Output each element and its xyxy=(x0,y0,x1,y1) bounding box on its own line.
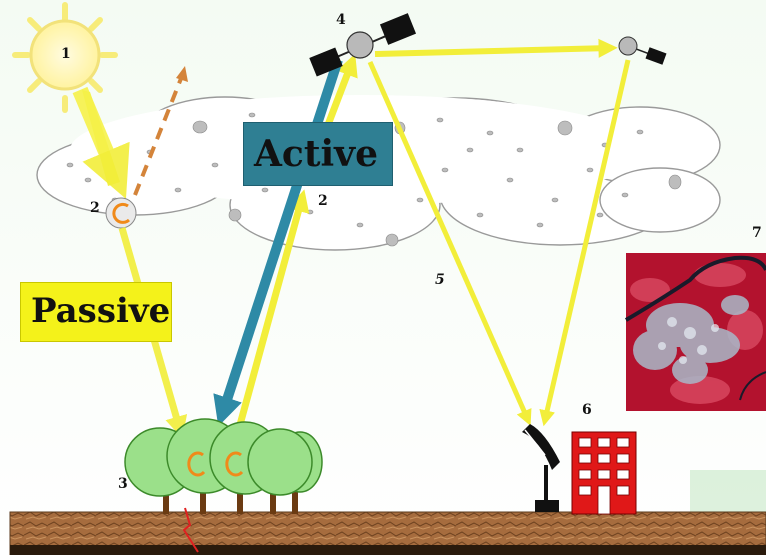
satellite-crosslink xyxy=(374,38,618,58)
ground-penetration-arrow xyxy=(182,507,199,553)
reflected-beam-lower xyxy=(234,189,310,433)
relay-downlink-beam xyxy=(539,59,631,427)
ground-shadow xyxy=(10,545,766,555)
satellite-dish-icon xyxy=(522,424,560,512)
relay-satellite-icon xyxy=(618,36,667,65)
label-cloud-center: 2 xyxy=(318,193,328,209)
label-satellite: 4 xyxy=(336,12,346,28)
label-downlink: 5 xyxy=(435,272,445,288)
sun-icon xyxy=(12,2,118,113)
label-vegetation: 3 xyxy=(118,476,128,492)
label-ground-station: 6 xyxy=(582,402,592,418)
label-cloud-left: 2 xyxy=(90,200,100,216)
background-green-patch xyxy=(690,470,766,515)
label-image: 7 xyxy=(752,225,762,241)
passive-label: Passive xyxy=(31,291,171,331)
building-icon xyxy=(571,431,637,515)
cloud-particle-icon xyxy=(105,197,137,229)
active-beam xyxy=(213,58,343,427)
vegetation-icon xyxy=(124,418,323,514)
label-sun: 1 xyxy=(61,46,71,62)
satellite-icon xyxy=(309,13,417,77)
scatter-arrowhead xyxy=(176,66,188,82)
passive-label-box: Passive xyxy=(20,282,172,342)
solar-beam xyxy=(72,86,130,199)
scatter-arrow xyxy=(133,75,184,196)
downlink-beam xyxy=(367,60,532,426)
active-label: Active xyxy=(254,133,378,175)
leaf-interaction-icon xyxy=(187,451,244,477)
active-label-box: Active xyxy=(243,122,393,186)
satellite-image xyxy=(624,253,766,411)
